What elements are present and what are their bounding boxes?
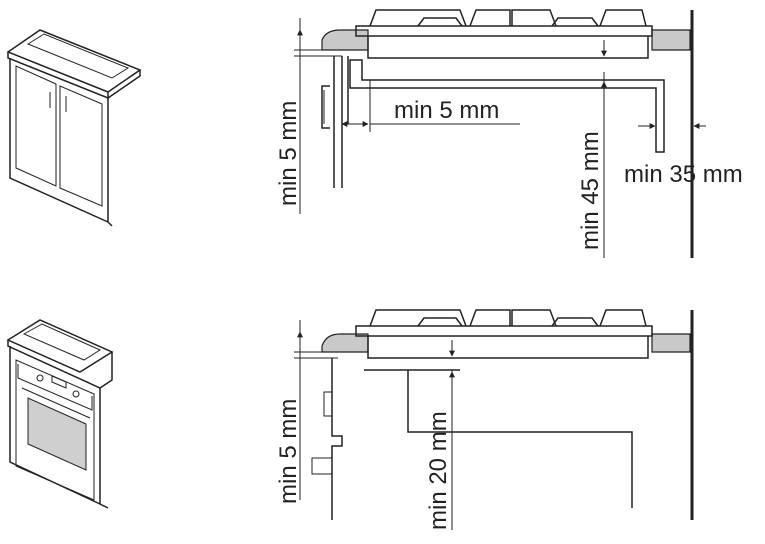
label-bottom-min20-vertical: min 20 mm [425, 411, 452, 530]
hob-burners [369, 9, 647, 27]
worktop-right [651, 29, 691, 51]
hob-top-plate-lower [355, 325, 653, 337]
worktop-left [321, 29, 369, 51]
bottom-section-diagram [294, 309, 694, 530]
top-section-diagram [294, 9, 706, 258]
label-top-min35-horizontal: min 35 mm [624, 161, 743, 188]
label-bottom-min5-vertical: min 5 mm [275, 399, 302, 504]
label-top-min5-horizontal: min 5 mm [394, 97, 499, 124]
hob-body [367, 36, 649, 59]
cabinet-drawer-illustration [6, 29, 142, 227]
label-top-min5-vertical: min 5 mm [275, 101, 302, 206]
hob-top-plate [355, 25, 653, 37]
worktop-right-lower [651, 333, 691, 353]
cabinet-oven-illustration [6, 319, 114, 509]
label-top-min45-vertical: min 45 mm [577, 131, 604, 250]
hob-body-lower [367, 336, 649, 359]
hob-burners-lower [369, 309, 647, 327]
